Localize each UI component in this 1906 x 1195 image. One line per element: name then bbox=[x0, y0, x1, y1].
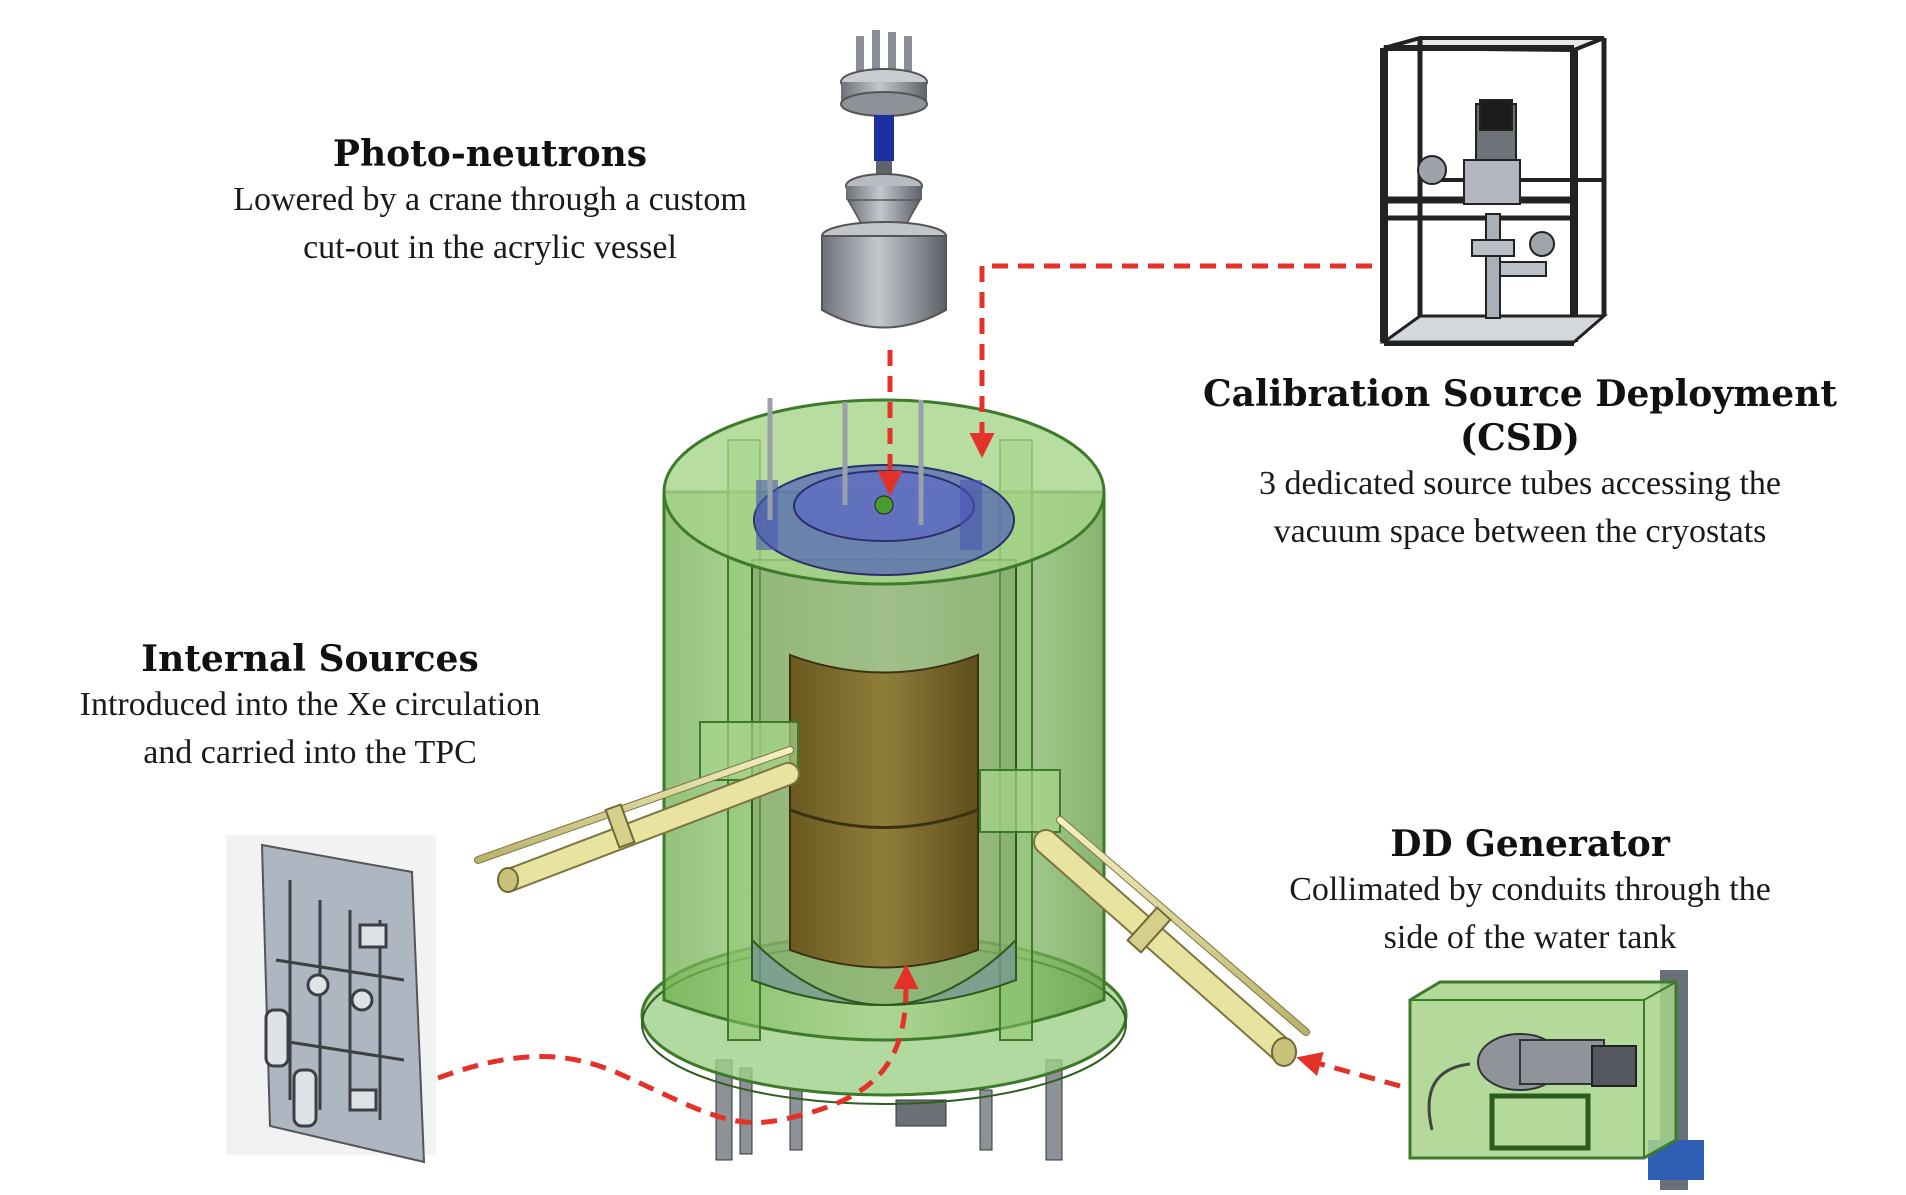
dd-conduit-right-icon bbox=[1033, 816, 1310, 1067]
internal-sources-arrow bbox=[437, 964, 919, 1125]
dd-generator-icon bbox=[1408, 970, 1704, 1190]
internal-sources-label: Internal Sources Introduced into the Xe … bbox=[20, 637, 600, 777]
dd-generator-title: DD Generator bbox=[1390, 823, 1670, 865]
photo-neutrons-title: Photo-neutrons bbox=[332, 133, 648, 175]
dd-generator-desc-line-1: Collimated by conduits through the bbox=[1289, 871, 1771, 908]
csd-arrow bbox=[969, 263, 1372, 458]
photo-neutron-source-icon bbox=[821, 30, 947, 329]
photo-neutrons-label: Photo-neutrons Lowered by a crane throug… bbox=[160, 132, 820, 272]
internal-sources-desc-line-2: and carried into the TPC bbox=[143, 734, 477, 771]
internal-sources-title: Internal Sources bbox=[141, 638, 479, 680]
gas-panel-icon bbox=[226, 835, 436, 1164]
dd-generator-desc-line-2: side of the water tank bbox=[1383, 919, 1677, 956]
internal-sources-desc-line-1: Introduced into the Xe circulation bbox=[79, 686, 541, 723]
csd-title: Calibration Source Deployment (CSD) bbox=[1202, 373, 1838, 459]
csd-desc-line-1: 3 dedicated source tubes accessing the bbox=[1258, 465, 1782, 502]
dd-conduit-left-icon bbox=[474, 746, 800, 893]
photo-neutrons-desc-line-2: cut-out in the acrylic vessel bbox=[303, 229, 677, 266]
dd-generator-arrow bbox=[1296, 1051, 1401, 1089]
dd-generator-label: DD Generator Collimated by conduits thro… bbox=[1220, 822, 1840, 962]
photo-neutrons-desc-line-1: Lowered by a crane through a custom bbox=[233, 181, 747, 218]
csd-label: Calibration Source Deployment (CSD) 3 de… bbox=[1140, 372, 1900, 556]
csd-desc-line-2: vacuum space between the cryostats bbox=[1273, 513, 1767, 550]
csd-frame-icon bbox=[1379, 36, 1609, 346]
